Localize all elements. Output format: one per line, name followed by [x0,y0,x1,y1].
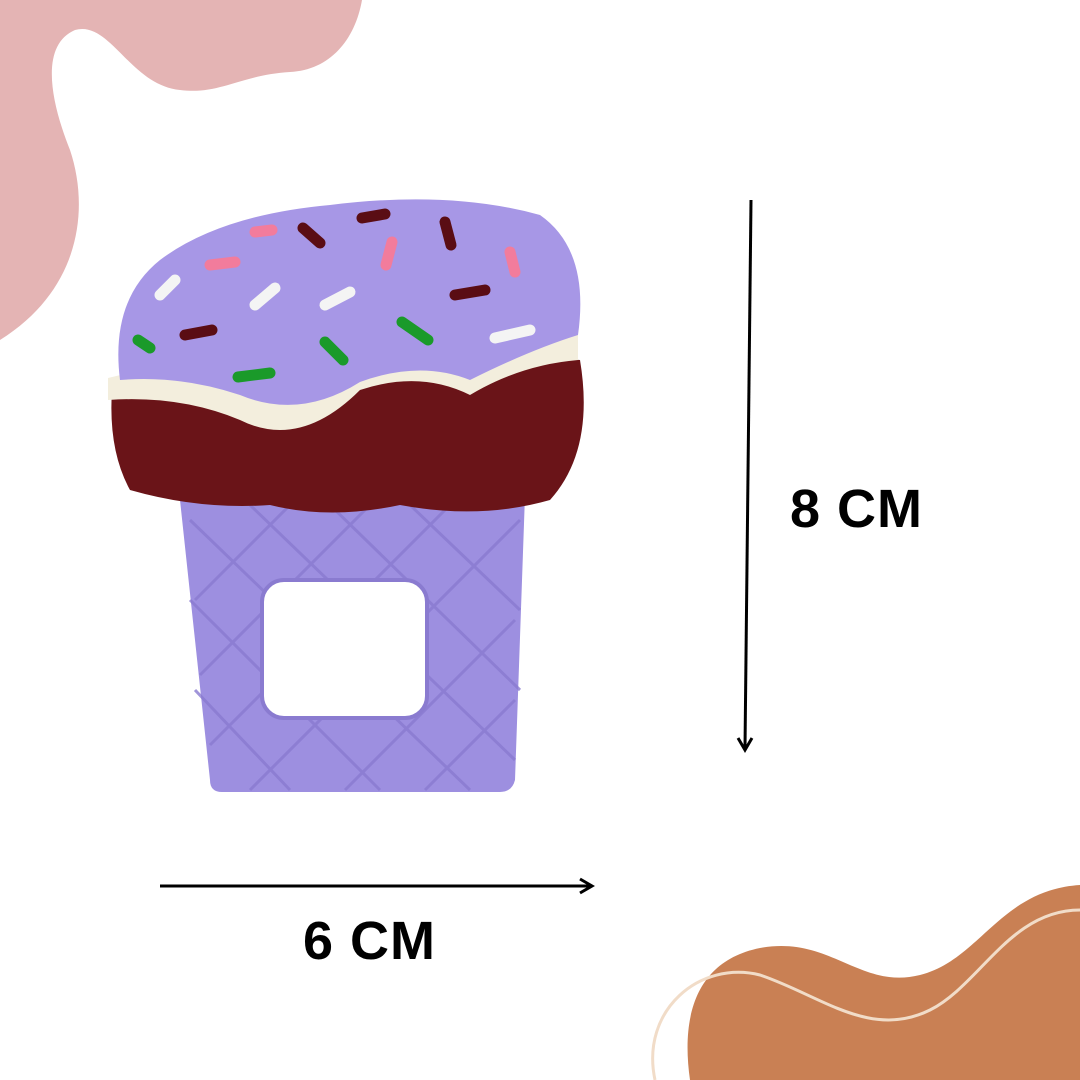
pink-blob-decoration [0,0,362,340]
icing-dome [118,199,581,405]
width-arrow [160,877,595,895]
teether-hole [260,578,429,720]
height-label: 8 CM [790,479,924,539]
height-arrow [736,199,754,753]
width-label: 6 CM [303,911,437,971]
orange-blob-decoration [687,885,1080,1080]
cream-line-decoration [651,908,1080,1080]
cupcake-teether [108,199,584,792]
sprinkles [132,208,536,383]
